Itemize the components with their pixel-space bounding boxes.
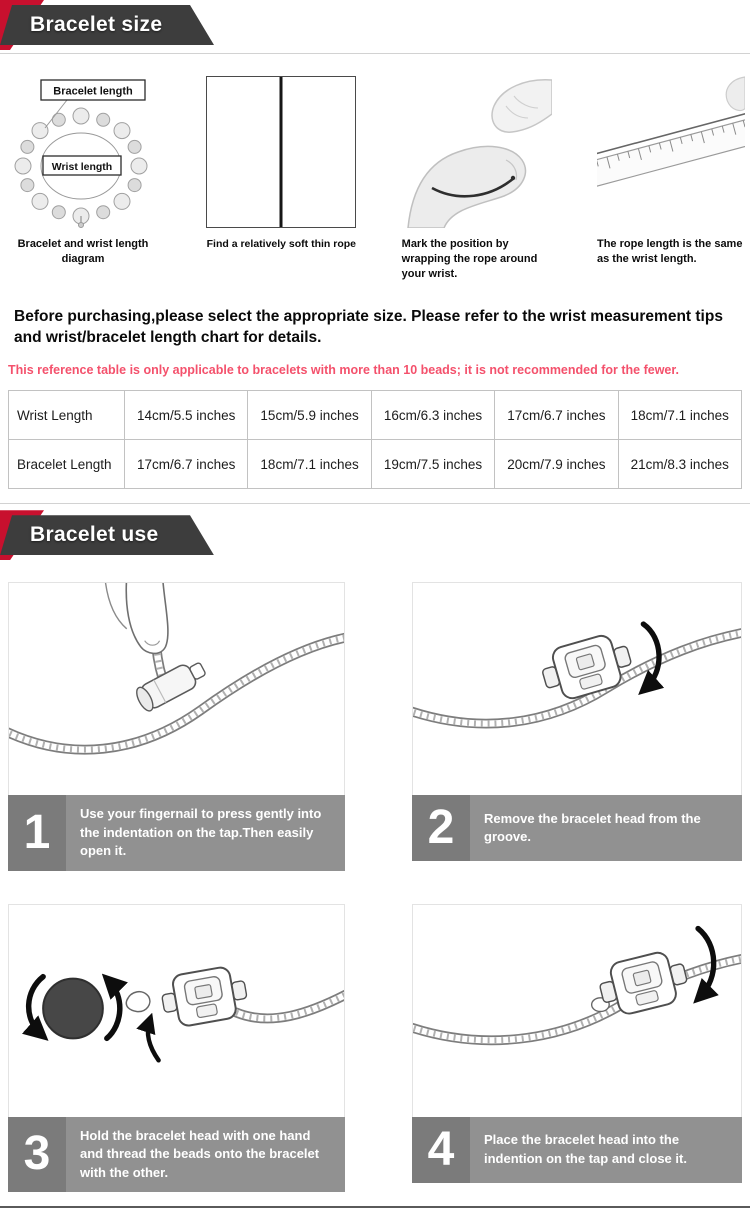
ruler: [596, 107, 745, 193]
size-selection-intro: Before purchasing,please select the appr…: [14, 307, 723, 346]
finger-crease: [505, 159, 517, 181]
upper-hand: [490, 79, 552, 133]
step-text: Place the bracelet head into the indenti…: [484, 1132, 687, 1166]
bracelet-size-banner: Bracelet size: [0, 0, 235, 50]
size-chart-table: Wrist Length 14cm/5.5 inches 15cm/5.9 in…: [8, 390, 743, 490]
wrist-length-label: Wrist length: [42, 155, 122, 176]
step4-illustration: [412, 903, 742, 1117]
reference-note: This reference table is only applicable …: [8, 363, 680, 378]
bead: [42, 977, 104, 1040]
close-arrow: [693, 925, 719, 1004]
clasp-barrel: [136, 662, 206, 712]
use-step-2: 2 Remove the bracelet head from the groo…: [412, 582, 742, 871]
hand-corner: [725, 76, 745, 112]
svg-text:Wrist length: Wrist length: [52, 161, 112, 173]
table-cell: 18cm/7.1 inches: [617, 390, 743, 441]
section-title-use: Bracelet use: [30, 523, 159, 547]
cable: [9, 583, 344, 755]
measuring-tips-row: Bracelet length Wrist length Bracelet an…: [0, 76, 750, 282]
table-cell: 21cm/8.3 inches: [617, 439, 743, 490]
table-cell: 17cm/6.7 inches: [494, 390, 619, 441]
step-number: 4: [412, 1116, 470, 1183]
ruler-illustration: [596, 76, 745, 228]
step-text: Use your fingernail to press gently into…: [80, 806, 322, 859]
rope-end: [510, 175, 515, 181]
step1-illustration: [8, 582, 345, 796]
measure-caption-3: Mark the position by wrapping the rope a…: [401, 238, 538, 280]
use-step-1: 1 Use your fingernail to press gently in…: [8, 582, 345, 871]
wrap-wrist-illustration: [402, 76, 552, 228]
spin-arrow-right: [101, 973, 128, 1041]
pressing-hand: [104, 583, 169, 655]
table-cell: 17cm/6.7 inches: [123, 439, 249, 490]
step-text: Remove the bracelet head from the groove…: [484, 810, 701, 845]
divider-line: [0, 53, 750, 54]
step3-illustration: [8, 903, 345, 1117]
bracelet-head: [542, 635, 632, 700]
step4-caption-bar: 4 Place the bracelet head into the inden…: [412, 1116, 742, 1183]
use-step-4: 4 Place the bracelet head into the inden…: [412, 903, 742, 1192]
measure-caption-1: Bracelet and wrist length diagram: [17, 238, 149, 265]
bracelet-use-banner: Bracelet use: [0, 510, 235, 561]
divider-line: [0, 503, 750, 505]
measure-caption-2: Find a relatively soft thin rope: [206, 238, 356, 250]
bead-ring: [14, 107, 148, 225]
upper-hand-crease-2: [513, 95, 538, 109]
bracelet-head: [599, 951, 688, 1015]
bottom-divider: [0, 1206, 750, 1208]
bracelet-head: [161, 966, 248, 1027]
bracelet-length-label: Bracelet length: [40, 79, 146, 101]
step-number: 1: [8, 795, 66, 871]
row-label: Bracelet Length: [8, 439, 125, 490]
spin-arrow-left: [21, 973, 49, 1041]
table-row-bracelet: Bracelet Length 17cm/6.7 inches 18cm/7.1…: [8, 439, 743, 490]
measure-step-ruler: The rope length is the same as the wrist…: [596, 76, 745, 282]
step-text: Hold the bracelet head with one hand and…: [80, 1127, 320, 1180]
upper-hand-crease-1: [505, 105, 528, 119]
measure-step-diagram: Bracelet length Wrist length Bracelet an…: [5, 76, 161, 282]
svg-text:Bracelet length: Bracelet length: [53, 86, 133, 98]
cable: [231, 989, 344, 1024]
table-cell: 15cm/5.9 inches: [247, 390, 372, 441]
table-cell: 16cm/6.3 inches: [370, 390, 496, 441]
table-cell: 18cm/7.1 inches: [247, 439, 372, 490]
wrist-hand: [406, 145, 526, 228]
step3-caption-bar: 3 Hold the bracelet head with one hand a…: [8, 1116, 345, 1192]
table-cell: 19cm/7.5 inches: [370, 439, 496, 490]
charm: [78, 222, 84, 228]
step-number: 3: [8, 1116, 66, 1192]
rotate-arrow: [638, 621, 665, 696]
use-step-3: 3 Hold the bracelet head with one hand a…: [8, 903, 345, 1192]
measure-step-wrap: Mark the position by wrapping the rope a…: [402, 76, 552, 282]
thread-arrow: [136, 1012, 161, 1063]
step-number: 2: [412, 795, 470, 862]
table-cell: 20cm/7.9 inches: [494, 439, 619, 490]
bracelet-diagram-illustration: Bracelet length Wrist length: [5, 76, 161, 228]
measure-leader-line: [44, 99, 68, 129]
cable: [413, 953, 741, 1045]
usage-steps-grid: 1 Use your fingernail to press gently in…: [8, 582, 742, 1192]
table-row-wrist: Wrist Length 14cm/5.5 inches 15cm/5.9 in…: [8, 390, 743, 441]
section-title-size: Bracelet size: [30, 13, 163, 36]
banner-title-plate: Bracelet size: [0, 5, 214, 45]
banner-title-plate: Bracelet use: [0, 515, 214, 556]
rope-line: [279, 77, 283, 227]
bracelet-tip: [125, 990, 151, 1012]
row-label: Wrist Length: [8, 390, 125, 441]
measure-caption-4: The rope length is the same as the wrist…: [596, 238, 743, 265]
rope-illustration: [206, 76, 357, 228]
measuring-rope: [431, 177, 515, 198]
step1-caption-bar: 1 Use your fingernail to press gently in…: [8, 795, 345, 871]
step2-caption-bar: 2 Remove the bracelet head from the groo…: [412, 795, 742, 862]
step2-illustration: [412, 582, 742, 796]
table-cell: 14cm/5.5 inches: [123, 390, 249, 441]
measure-step-rope: Find a relatively soft thin rope: [206, 76, 357, 282]
